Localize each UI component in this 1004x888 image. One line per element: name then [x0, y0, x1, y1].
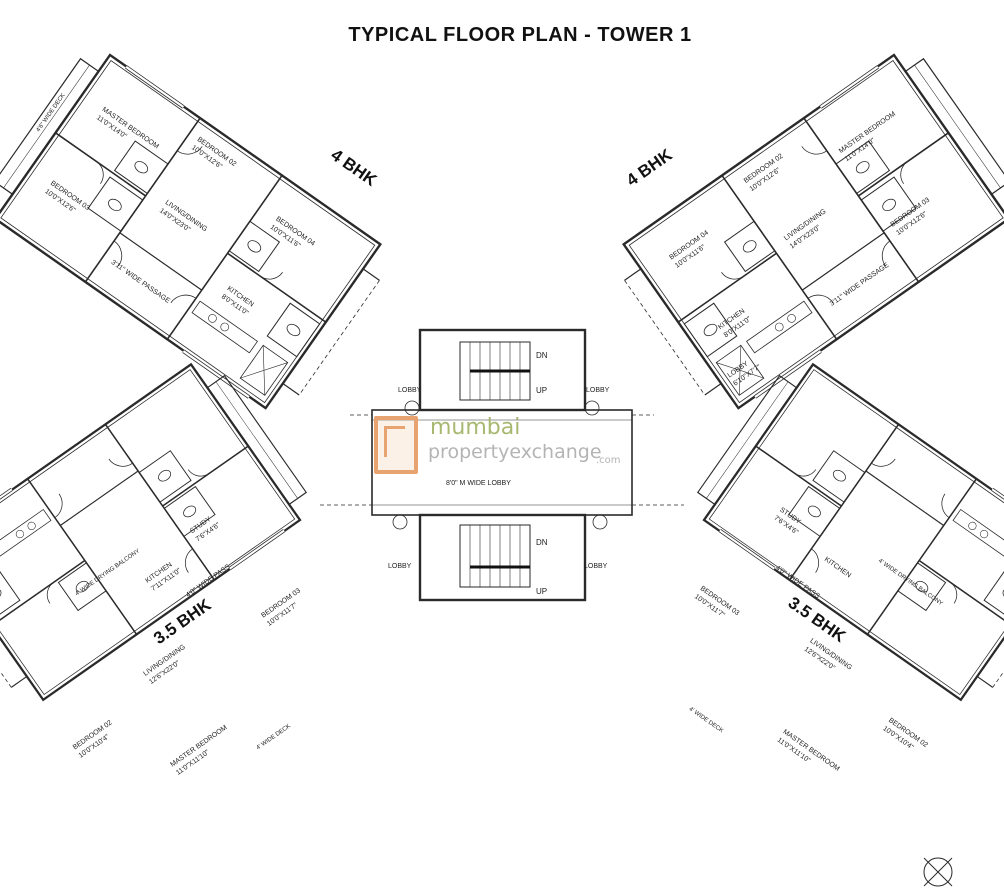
- bl-deck: 4' WIDE DECK: [256, 723, 292, 751]
- br-kitchen: KITCHEN: [823, 556, 852, 579]
- wing-top-right: [604, 39, 1004, 424]
- br-deck: 4' WIDE DECK: [688, 706, 724, 734]
- tl-passage: 3'11" WIDE PASSAGE: [110, 259, 172, 305]
- wing-bottom-left: [0, 348, 320, 714]
- watermark-logo-icon: [374, 416, 418, 474]
- core-up-label-2: UP: [536, 587, 547, 596]
- north-arrow-icon: [923, 857, 953, 887]
- watermark-line-2: propertyexchange: [428, 441, 602, 463]
- tr-passage: 3'11" WIDE PASSAGE: [829, 262, 891, 308]
- bl-drying: 4' WIDE DRYING BALCONY: [74, 548, 141, 597]
- central-core: [320, 328, 684, 602]
- page-title: TYPICAL FLOOR PLAN - TOWER 1: [348, 24, 692, 46]
- watermark-line-3: .com: [596, 455, 621, 466]
- core-lobby-label-tr: LOBBY: [586, 387, 610, 394]
- bl-pass: 4'0" WIDE PASS: [185, 563, 232, 599]
- watermark-line-1: mumbai: [430, 415, 521, 440]
- core-lobby-label-tl: LOBBY: [398, 387, 422, 394]
- core-up-label: UP: [536, 386, 547, 395]
- core-dn-label: DN: [536, 351, 548, 360]
- main-lobby-label: 8'0" M WIDE LOBBY: [446, 480, 511, 487]
- core-dn-label-2: DN: [536, 538, 548, 547]
- core-lobby-label-bl: LOBBY: [388, 563, 412, 570]
- wing-bottom-right: [684, 348, 1004, 714]
- core-lobby-label-br: LOBBY: [584, 563, 608, 570]
- tl-deck: 4'6" WIDE DECK: [36, 92, 67, 133]
